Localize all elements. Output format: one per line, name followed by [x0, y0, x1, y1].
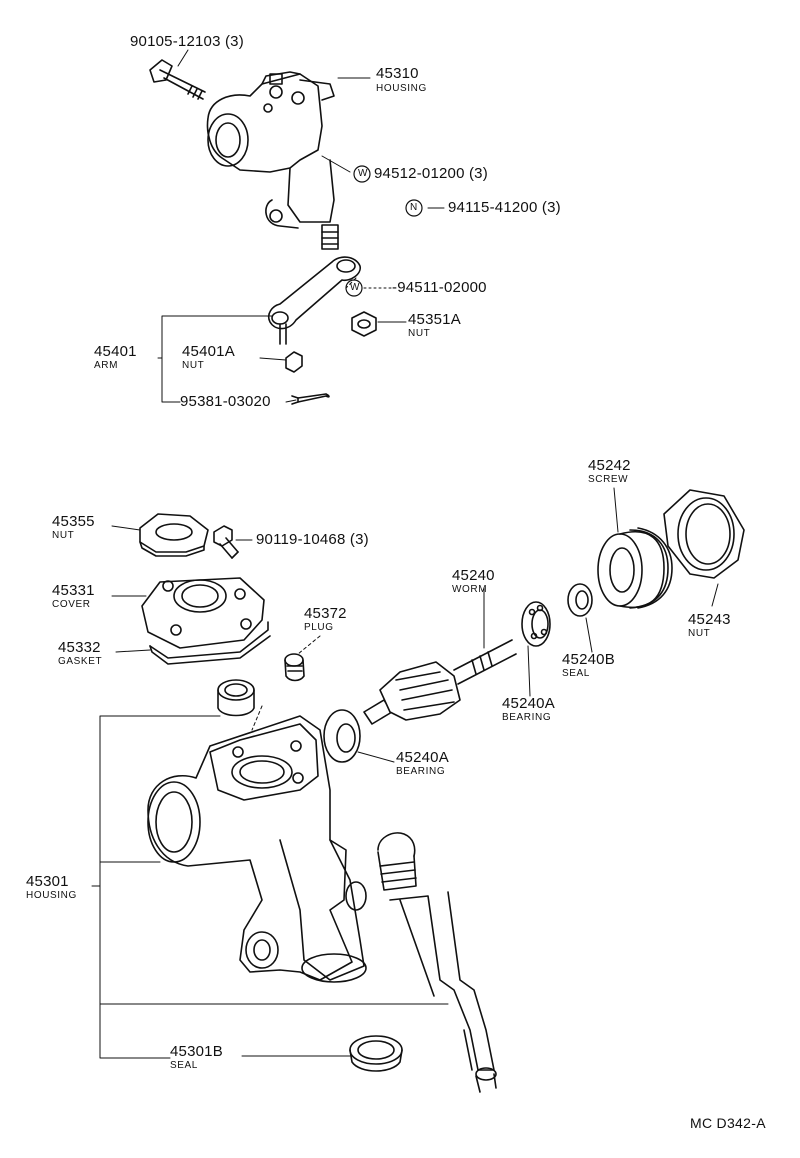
gasket-45332-drawing — [149, 621, 271, 665]
callout-45401-desc: ARM — [94, 360, 119, 371]
callout-45351A-desc: NUT — [408, 328, 431, 339]
washer-symbol-94511: W — [350, 282, 361, 293]
plug-45372-drawing — [284, 653, 305, 682]
callout-45332-desc: GASKET — [58, 656, 103, 667]
callout-94512-part: 94512-01200 (3) — [374, 165, 488, 182]
callout-45243-part: 45243 — [688, 611, 731, 628]
callout-45301B-part: 45301B — [170, 1043, 223, 1060]
cover-45331-drawing — [141, 577, 265, 649]
bolt-90105-drawing — [149, 59, 206, 100]
callout-90105-part: 90105-12103 (3) — [130, 33, 244, 50]
nut-45401A-drawing — [285, 351, 303, 373]
callout-45301-desc: HOUSING — [26, 890, 77, 901]
callout-45242-desc: SCREW — [588, 474, 629, 485]
callout-45372-desc: PLUG — [304, 622, 334, 633]
seal-45301B-drawing — [349, 1035, 403, 1072]
housing-45310-drawing — [206, 71, 339, 250]
arm-45401-drawing — [267, 256, 361, 345]
callout-45240A-lower-desc: BEARING — [396, 766, 446, 777]
bearing-45240A-upper-drawing — [521, 601, 551, 647]
callout-45240-desc: WORM — [452, 584, 488, 595]
callout-45332-part: 45332 — [58, 639, 101, 656]
callout-45401-part: 45401 — [94, 343, 137, 360]
callout-45243-desc: NUT — [688, 628, 711, 639]
callout-45240B-desc: SEAL — [562, 668, 590, 679]
callout-45331-desc: COVER — [52, 599, 91, 610]
callout-45301B-desc: SEAL — [170, 1060, 198, 1071]
callout-45355-desc: NUT — [52, 530, 75, 541]
callout-90119-part: 90119-10468 (3) — [256, 531, 369, 548]
callout-45240A-lower-part: 45240A — [396, 749, 449, 766]
callout-45401A-part: 45401A — [182, 343, 235, 360]
seal-45240B-drawing — [567, 583, 593, 617]
callout-45331-part: 45331 — [52, 582, 95, 599]
housing-45301-drawing — [147, 715, 367, 983]
callout-45301-part: 45301 — [26, 873, 69, 890]
nut-45351A-drawing — [351, 311, 377, 337]
callout-45240A-upper-part: 45240A — [502, 695, 555, 712]
circle-symbols — [345, 165, 423, 297]
callout-45355-part: 45355 — [52, 513, 95, 530]
callout-45240A-upper-desc: BEARING — [502, 712, 552, 723]
callout-45240-part: 45240 — [452, 567, 495, 584]
washer-symbol-94512: W — [358, 168, 369, 179]
callout-45242-part: 45242 — [588, 457, 631, 474]
screw-45242-drawing — [597, 527, 673, 609]
callout-95381-part: 95381-03020 — [180, 393, 271, 410]
leader-lines — [91, 49, 719, 1059]
diagram-code: MC D342-A — [690, 1115, 766, 1131]
needle-bearing-drawing — [217, 679, 255, 717]
callout-45310-desc: HOUSING — [376, 83, 427, 94]
nut-45355-drawing — [139, 513, 209, 557]
callout-45351A-part: 45351A — [408, 311, 461, 328]
worm-45240-drawing — [363, 639, 517, 725]
sector-shaft-drawing — [377, 832, 497, 1093]
bearing-45240A-lower-drawing — [323, 709, 361, 763]
nut-45243-drawing — [663, 489, 745, 579]
bolt-90119-drawing — [213, 525, 239, 559]
nut-symbol-94115: N — [410, 202, 418, 213]
callout-45401A-desc: NUT — [182, 360, 205, 371]
cotter-pin-95381-drawing — [291, 393, 330, 405]
callout-45240B-part: 45240B — [562, 651, 615, 668]
callout-45372-part: 45372 — [304, 605, 347, 622]
callout-94115-part: 94115-41200 (3) — [448, 199, 561, 216]
callout-94511-part: -94511-02000 — [392, 279, 487, 296]
callout-45310-part: 45310 — [376, 65, 419, 82]
